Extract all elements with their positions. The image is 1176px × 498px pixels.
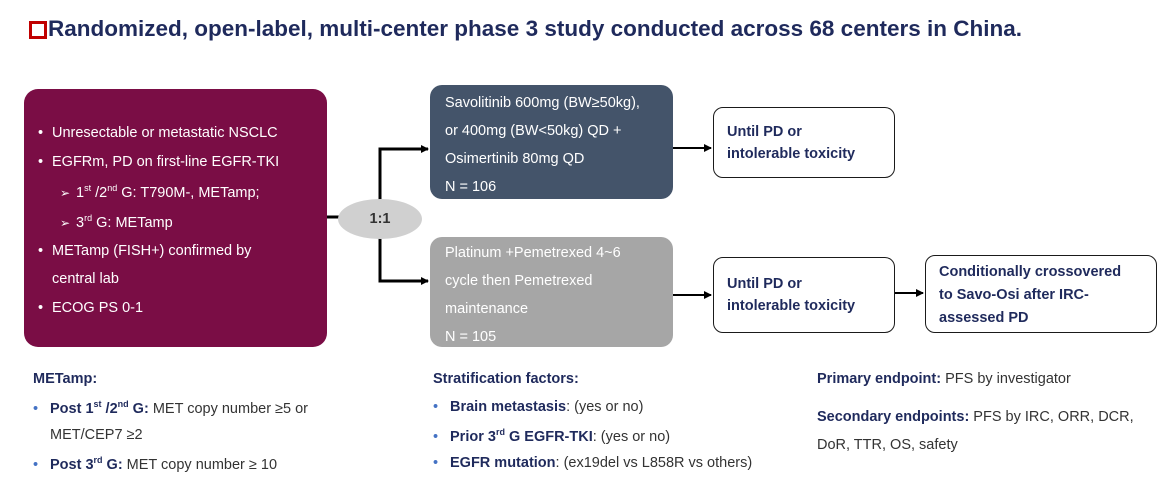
arm2-line: Platinum +Pemetrexed 4~6 — [445, 245, 621, 261]
outcome1-box: Until PD or intolerable toxicity — [713, 107, 895, 178]
eligibility-item: •EGFRm, PD on first-line EGFR-TKI — [38, 154, 280, 170]
eligibility-item: •Unresectable or metastatic NSCLC — [38, 125, 278, 141]
title-square-icon — [29, 21, 47, 39]
outcome3-line: Conditionally crossovered — [939, 264, 1122, 280]
arm1-line: or 400mg (BW<50kg) QD + — [445, 123, 622, 139]
metamp-item: •Post 3rd G: MET copy number ≥ 10 — [33, 455, 278, 473]
outcome3-box: Conditionally crossovered to Savo-Osi af… — [925, 255, 1157, 333]
outcome1-line: intolerable toxicity — [727, 146, 856, 162]
primary-endpoint: Primary endpoint: PFS by investigator — [817, 371, 1071, 387]
eligibility-item: •ECOG PS 0-1 — [38, 300, 144, 316]
arrow-to-arm2 — [378, 232, 429, 285]
stratification-factor: •Prior 3rd G EGFR-TKI: (yes or no) — [433, 427, 671, 445]
outcome2-line: intolerable toxicity — [727, 298, 856, 314]
eligibility-subitem: ➢1st /2nd G: T790M-, METamp; — [60, 183, 260, 201]
arm2-n: N = 105 — [445, 329, 497, 345]
arm2-line: cycle then Pemetrexed — [445, 273, 593, 289]
metamp-item: •Post 1st /2nd G: MET copy number ≥5 or — [33, 399, 308, 417]
eligibility-item-cont: central lab — [52, 271, 119, 287]
stratification-factor: •Brain metastasis: (yes or no) — [433, 399, 644, 415]
randomization-ratio: 1:1 — [338, 199, 422, 239]
secondary-endpoints-cont: DoR, TTR, OS, safety — [817, 437, 958, 453]
stratification-factor: •EGFR mutation: (ex19del vs L858R vs oth… — [433, 455, 753, 471]
outcome3-line: to Savo-Osi after IRC- — [939, 287, 1089, 303]
metamp-header: METamp: — [33, 371, 98, 387]
eligibility-box: •Unresectable or metastatic NSCLC •EGFRm… — [24, 89, 327, 347]
secondary-endpoints: Secondary endpoints: PFS by IRC, ORR, DC… — [817, 409, 1134, 425]
outcome1-line: Until PD or — [727, 124, 802, 140]
arm1-box: Savolitinib 600mg (BW≥50kg), or 400mg (B… — [430, 85, 673, 199]
metamp-item-cont: MET/CEP7 ≥2 — [50, 427, 143, 443]
outcome3-line: assessed PD — [939, 310, 1029, 326]
eligibility-subitem: ➢3rd G: METamp — [60, 213, 173, 231]
arm2-box: Platinum +Pemetrexed 4~6 cycle then Peme… — [430, 237, 673, 347]
outcome2-box: Until PD or intolerable toxicity — [713, 257, 895, 333]
stratification-header: Stratification factors: — [433, 371, 579, 387]
arm1-line: Osimertinib 80mg QD — [445, 151, 585, 167]
outcome2-line: Until PD or — [727, 276, 802, 292]
arm2-line: maintenance — [445, 301, 529, 317]
arm1-n: N = 106 — [445, 179, 497, 195]
arm1-line: Savolitinib 600mg (BW≥50kg), — [445, 95, 640, 111]
arrow-to-arm1 — [378, 145, 429, 204]
eligibility-item: •METamp (FISH+) confirmed by — [38, 243, 252, 259]
page-title: Randomized, open-label, multi-center pha… — [48, 16, 1022, 41]
